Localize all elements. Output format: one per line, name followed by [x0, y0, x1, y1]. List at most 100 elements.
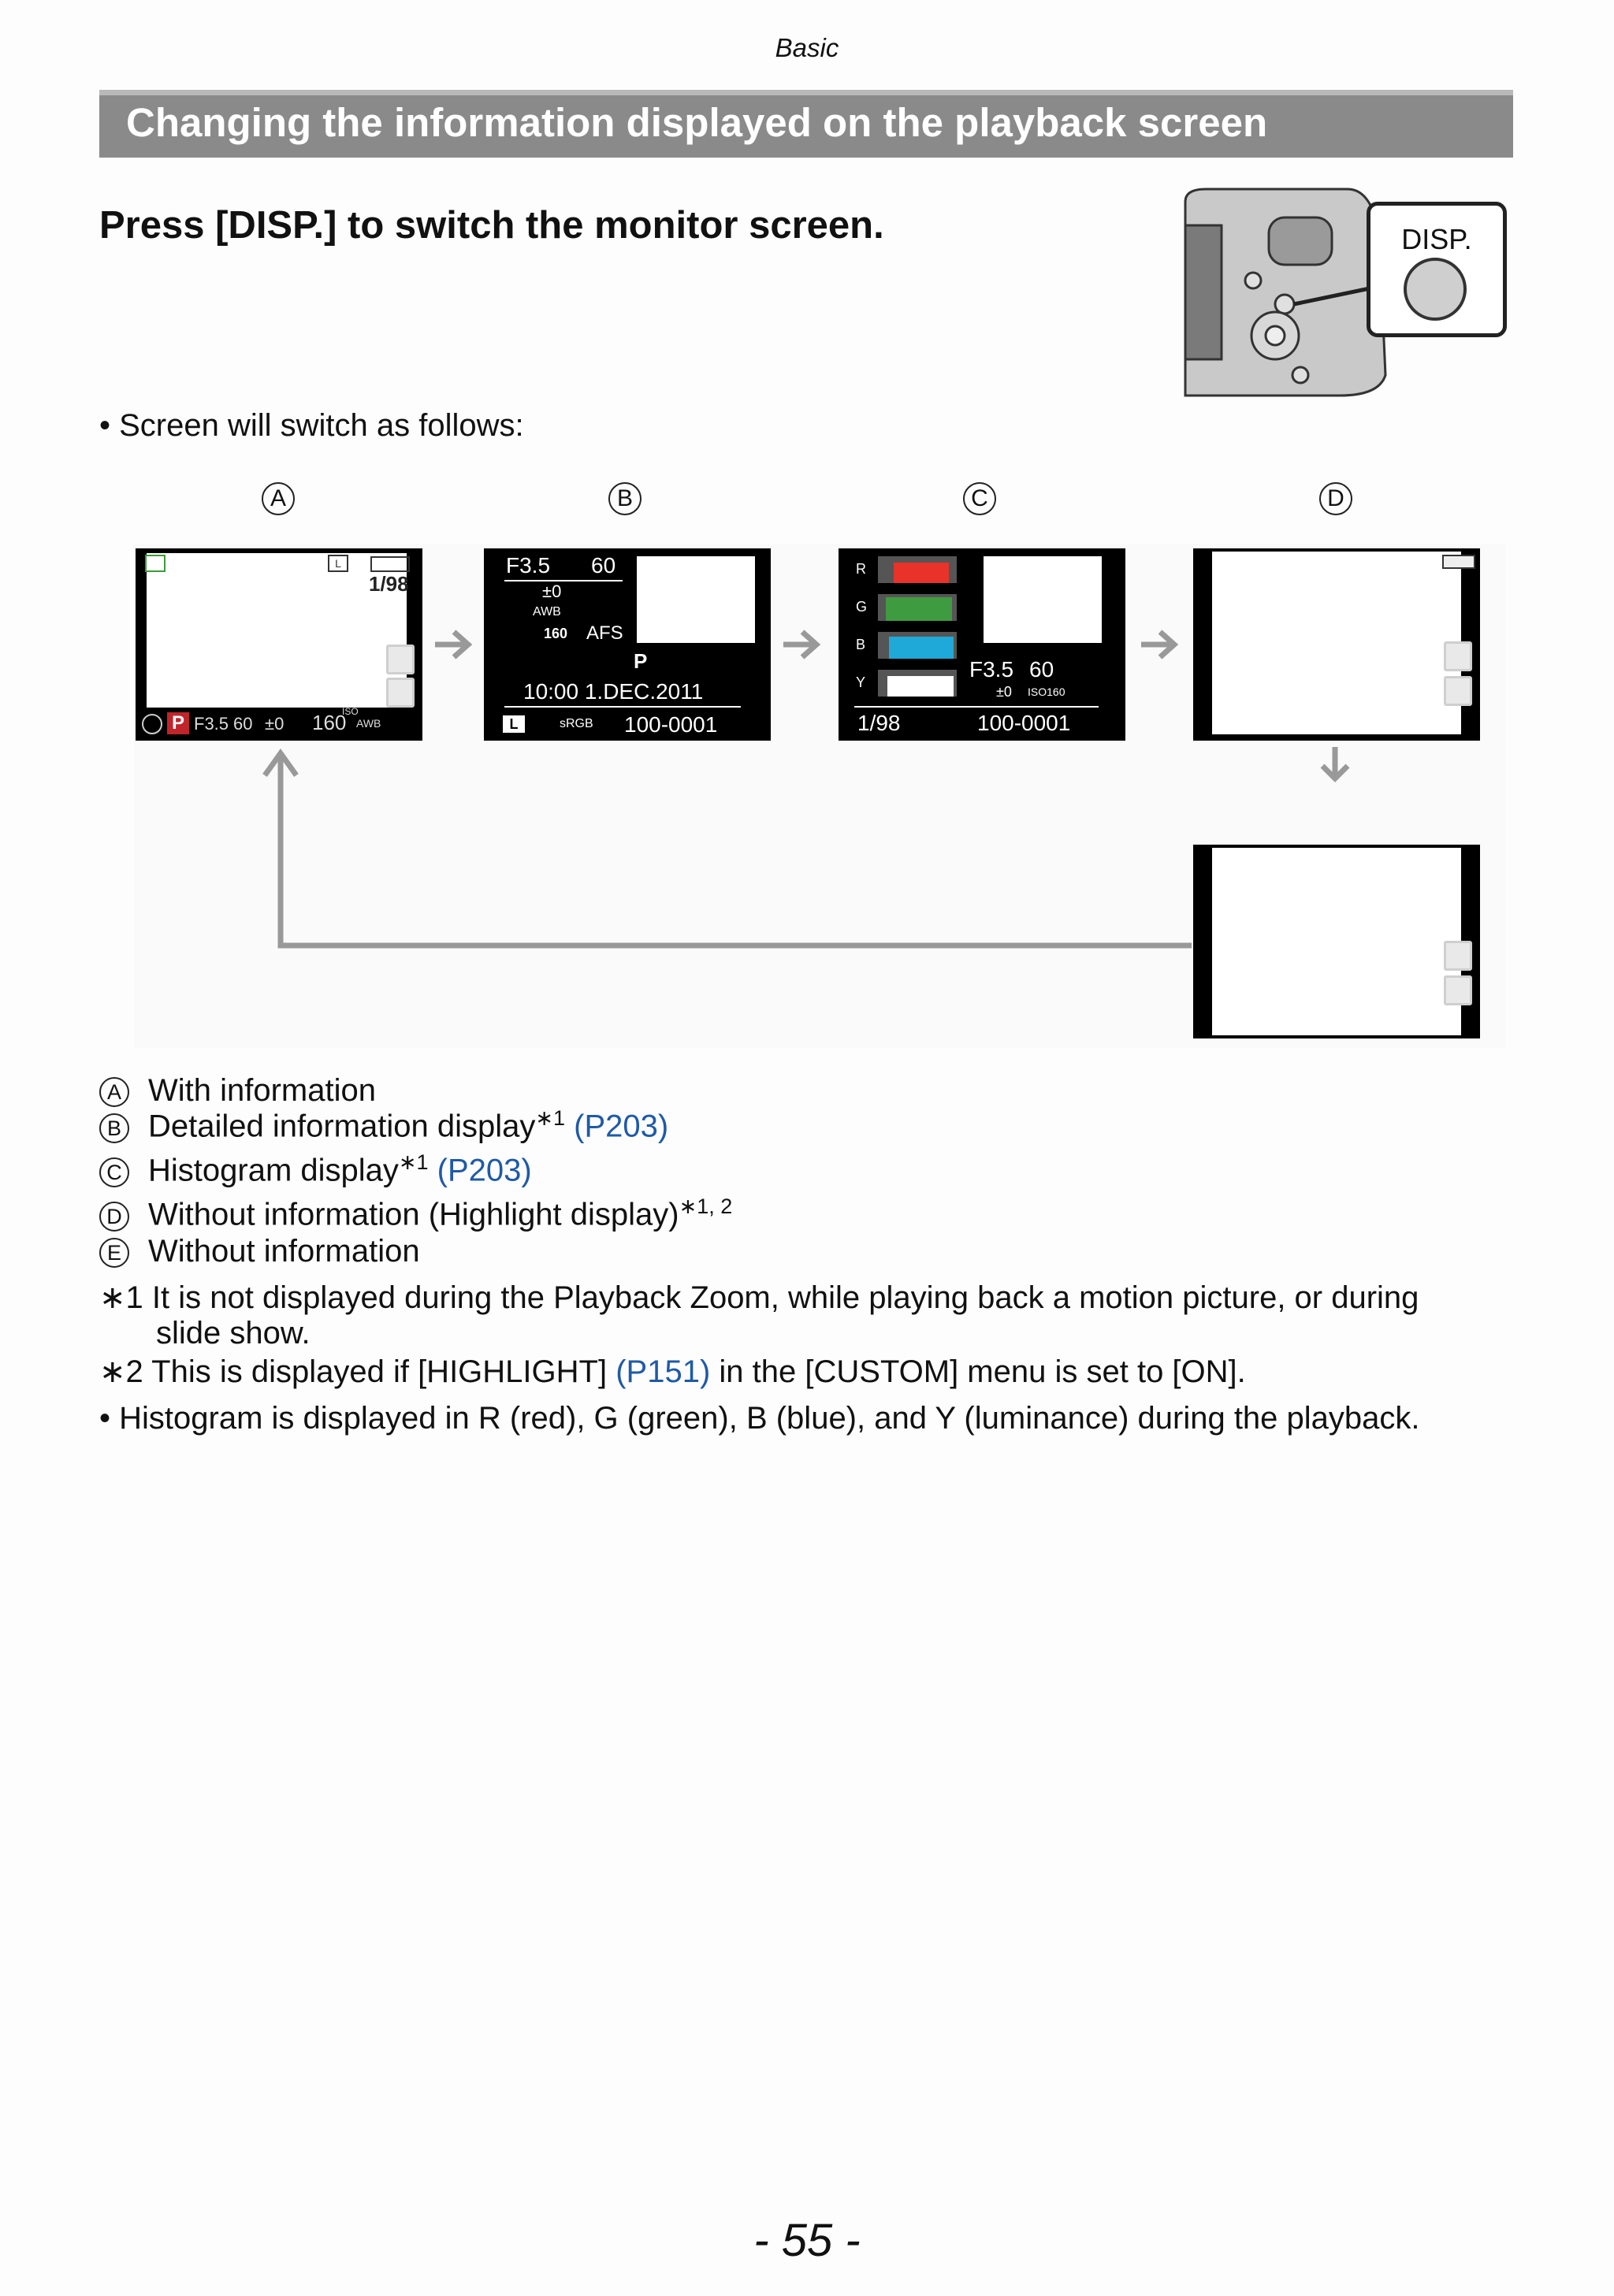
- battery-icon: [370, 556, 410, 572]
- screen-c: R G B Y F3.5 60 ±0 ISO160 1/98 100-0001: [839, 548, 1125, 741]
- legend-text: Without information: [148, 1234, 420, 1269]
- delete-icon[interactable]: [386, 678, 415, 708]
- bullet-histogram-text: Histogram is displayed in R (red), G (gr…: [119, 1401, 1420, 1436]
- footnote-mark: ∗1: [99, 1280, 143, 1315]
- legend-letter: A: [99, 1077, 129, 1108]
- section-label: Basic: [775, 33, 839, 62]
- page-link[interactable]: (P203): [574, 1109, 669, 1144]
- legend-item-a: A With information: [99, 1073, 376, 1109]
- iso-value: 160: [544, 626, 568, 641]
- channel-label-y: Y: [856, 674, 866, 690]
- wb-value: AWB: [533, 605, 561, 619]
- return-arrow: [262, 748, 1192, 949]
- footnote-1: ∗1 It is not displayed during the Playba…: [99, 1280, 1419, 1316]
- legend-text: Without information (Highlight display): [148, 1197, 679, 1232]
- legend-letter: C: [99, 1157, 129, 1187]
- disp-button-label: DISP.: [1401, 223, 1472, 255]
- page-link[interactable]: (P151): [615, 1354, 711, 1389]
- bullet-intro-text: Screen will switch as follows:: [119, 408, 524, 443]
- display-mode-icon[interactable]: [1444, 941, 1472, 971]
- smile-icon: [142, 714, 162, 734]
- footnote-text: It is not displayed during the Playback …: [151, 1280, 1419, 1315]
- page-number: - 55 -: [753, 2215, 861, 2266]
- arrow-down-icon: [1320, 747, 1350, 782]
- exposure-value: ±0: [996, 684, 1012, 700]
- footnote-1-continued: slide show.: [156, 1316, 311, 1350]
- screen-a-letter: A: [262, 482, 295, 515]
- histogram-b: [878, 632, 957, 659]
- playback-icon: [145, 555, 165, 572]
- channel-label-b: B: [856, 637, 866, 652]
- screen-e: [1193, 845, 1480, 1038]
- focus-mode: AFS: [586, 622, 623, 644]
- screen-c-letter: C: [963, 482, 996, 515]
- legend-letter: E: [99, 1238, 129, 1269]
- aperture-value: F3.5: [194, 714, 229, 734]
- instruction-heading: Press [DISP.] to switch the monitor scre…: [99, 204, 884, 247]
- screen-d-letter: D: [1319, 482, 1352, 515]
- legend-sup: ∗1: [398, 1150, 429, 1174]
- file-number: 100-0001: [624, 712, 718, 737]
- shutter-value: 60: [1029, 657, 1054, 682]
- footnote-mark: ∗2: [99, 1354, 143, 1389]
- aperture-value: F3.5: [969, 657, 1014, 682]
- screen-b-letter: B: [608, 482, 642, 515]
- file-number: 100-0001: [977, 711, 1071, 735]
- iso-value: ISO160: [1028, 685, 1065, 698]
- footnote-text-end: in the [CUSTOM] menu is set to [ON].: [719, 1354, 1246, 1389]
- disp-button-callout: DISP.: [1367, 202, 1507, 337]
- legend-letter: D: [99, 1201, 129, 1232]
- screen-a: L 1/98 P F3.5 60 ±0 160 ISO AWB: [136, 548, 422, 741]
- arrow-right-icon: [435, 630, 473, 659]
- legend-item-c: C Histogram display∗1 (P203): [99, 1150, 532, 1188]
- iso-badge: ISO: [342, 706, 359, 717]
- channel-label-r: R: [856, 561, 866, 577]
- legend-text: Histogram display: [148, 1153, 399, 1188]
- rec-mode-badge: P: [167, 712, 189, 734]
- legend-text: With information: [148, 1073, 376, 1108]
- legend-text: Detailed information display: [148, 1109, 536, 1144]
- aperture-value: F3.5: [506, 553, 551, 578]
- arrow-right-icon: [783, 630, 821, 659]
- display-mode-icon[interactable]: [1444, 641, 1472, 671]
- footnote-2: ∗2 This is displayed if [HIGHLIGHT] (P15…: [99, 1354, 1246, 1390]
- delete-icon[interactable]: [1444, 676, 1472, 706]
- footnote-text: This is displayed if [HIGHLIGHT]: [151, 1354, 608, 1389]
- size-badge: L: [503, 715, 525, 733]
- shutter-value: 60: [591, 553, 616, 578]
- page-link[interactable]: (P203): [437, 1153, 532, 1188]
- display-mode-icon[interactable]: [386, 645, 415, 674]
- histogram-r: [878, 556, 957, 583]
- arrow-right-icon: [1141, 630, 1179, 659]
- title-bar: [99, 90, 1513, 158]
- color-space: sRGB: [560, 717, 593, 730]
- legend-letter: B: [99, 1113, 129, 1143]
- wb-value: AWB: [356, 717, 381, 730]
- shutter-value: 60: [233, 714, 253, 734]
- battery-icon: [1442, 555, 1475, 569]
- page-title: Changing the information displayed on th…: [126, 100, 1268, 145]
- image-count: 1/98: [857, 711, 901, 735]
- legend-item-e: E Without information: [99, 1234, 420, 1269]
- exposure-value: ±0: [542, 581, 562, 601]
- disp-button[interactable]: [1404, 258, 1467, 321]
- legend-item-b: B Detailed information display∗1 (P203): [99, 1106, 668, 1144]
- delete-icon[interactable]: [1444, 975, 1472, 1005]
- screen-d: [1193, 548, 1480, 741]
- camera-back-illustration: [1184, 188, 1387, 397]
- bullet-intro: • Screen will switch as follows:: [99, 408, 524, 443]
- legend-sup: ∗1: [535, 1106, 566, 1130]
- size-badge: L: [328, 555, 348, 572]
- rec-mode: P: [634, 649, 648, 673]
- iso-value: 160: [312, 711, 347, 734]
- channel-label-g: G: [856, 599, 868, 615]
- exposure-value: ±0: [265, 714, 284, 734]
- histogram-g: [878, 594, 957, 621]
- image-count: 1/98: [369, 572, 409, 596]
- legend-item-d: D Without information (Highlight display)…: [99, 1194, 732, 1232]
- bullet-histogram: • Histogram is displayed in R (red), G (…: [99, 1401, 1420, 1436]
- date-time: 10:00 1.DEC.2011: [523, 679, 704, 704]
- histogram-y: [878, 670, 957, 697]
- screen-b: F3.5 60 ±0 AWB 160 AFS P 10:00 1.DEC.201…: [484, 548, 771, 741]
- legend-sup: ∗1, 2: [679, 1194, 733, 1218]
